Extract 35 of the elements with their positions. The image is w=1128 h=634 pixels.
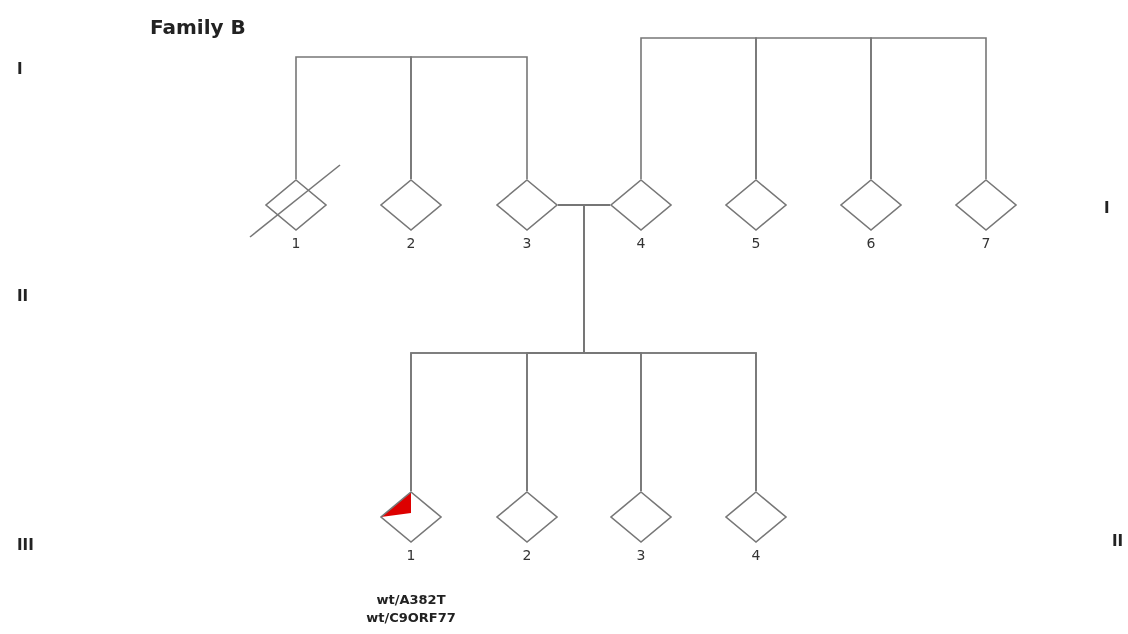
individual-number: 7 — [981, 235, 991, 251]
pedigree-line — [640, 37, 757, 180]
generation-numeral: I — [17, 59, 23, 80]
individual-number: 6 — [866, 235, 876, 251]
individual-number: 2 — [522, 547, 532, 563]
diamond-symbol — [265, 179, 327, 231]
diamond-symbol — [955, 179, 1017, 231]
pedigree-line — [410, 56, 528, 180]
pedigree-line — [295, 56, 412, 180]
generation-numeral: II — [17, 286, 29, 307]
genotype-label: wt/C9ORF77 — [366, 609, 456, 627]
individual-number: 4 — [751, 547, 761, 563]
individual-number: 4 — [636, 235, 646, 251]
title: Family B — [150, 14, 246, 41]
diamond-symbol — [610, 179, 672, 231]
affected-diamond-symbol — [380, 491, 442, 543]
generation-numeral: III — [17, 535, 34, 556]
generation-numeral: II — [1112, 531, 1124, 552]
individual-number: 1 — [291, 235, 301, 251]
individual-number: 3 — [522, 235, 532, 251]
diamond-symbol — [840, 179, 902, 231]
diamond-symbol — [610, 491, 672, 543]
diamond-symbol — [725, 179, 787, 231]
individual-number: 3 — [636, 547, 646, 563]
generation-numeral: I — [1104, 198, 1110, 219]
diamond-symbol — [380, 179, 442, 231]
pedigree-line — [870, 37, 987, 180]
individual-number: 5 — [751, 235, 761, 251]
individual-number: 2 — [406, 235, 416, 251]
diamond-symbol — [496, 491, 558, 543]
individual-number: 1 — [406, 547, 416, 563]
diamond-symbol — [725, 491, 787, 543]
genotype-label: wt/A382T — [376, 591, 446, 609]
diamond-symbol — [496, 179, 558, 231]
pedigree-line — [755, 37, 872, 180]
